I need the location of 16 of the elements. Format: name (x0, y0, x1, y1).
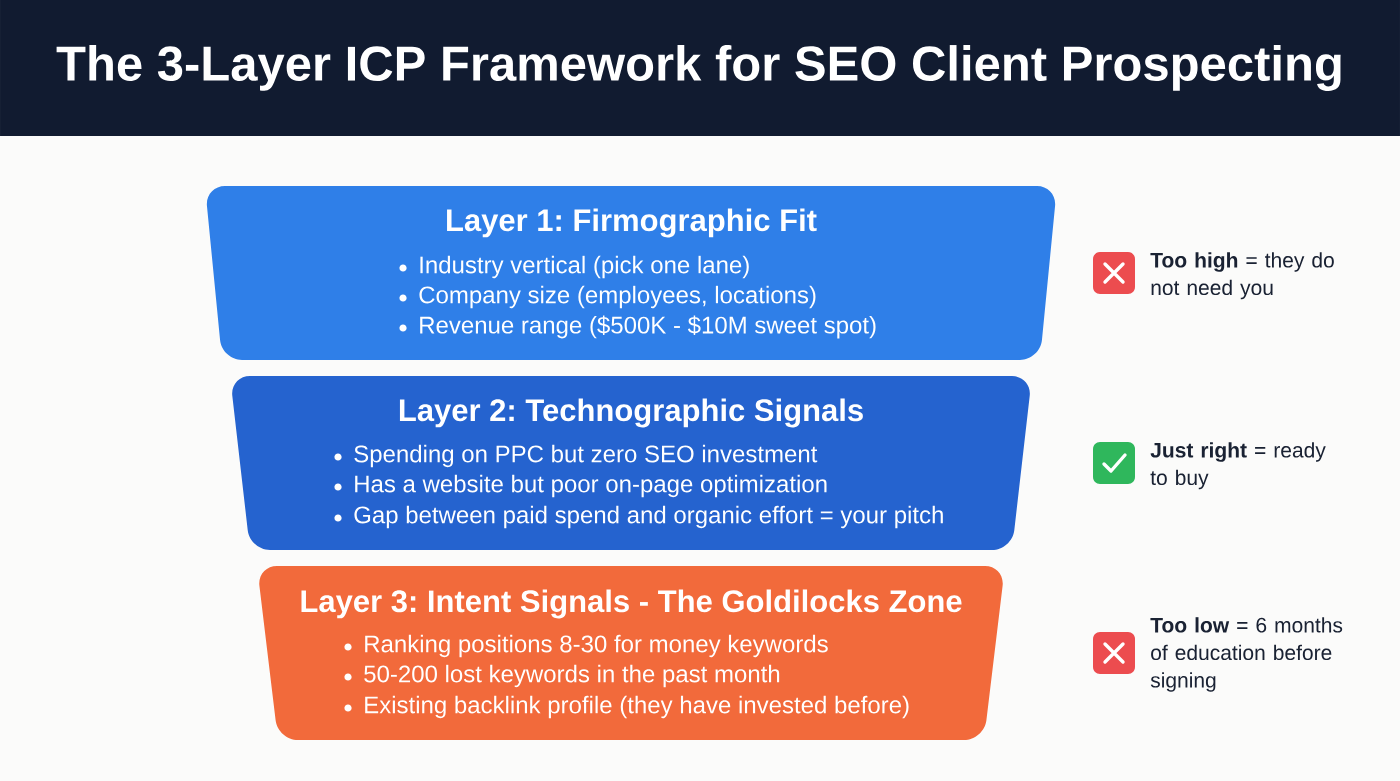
layer-heading: Layer 2: Technographic Signals (399, 398, 863, 428)
bullet-item: Spending on PPC but zero SEO investment (354, 444, 818, 468)
bullet-item: 50-200 lost keywords in the past month (364, 664, 780, 688)
title-banner: The 3-Layer ICP Framework for SEO Client Prospecting (0, 0, 1400, 136)
layer-heading: Layer 3: Intent Signals - The Goldilocks Zone (301, 589, 962, 619)
bullet-item: Company size (employees, locations) (419, 285, 816, 309)
note-text: Too low = 6 months of education before signing (1150, 617, 1343, 692)
bullet-item: Has a website but poor on-page optimization (355, 474, 827, 498)
bullet-item: Revenue range ($500K - $10M sweet spot) (420, 315, 876, 339)
bullet-item: Gap between paid spend and organic effort = your pitch (354, 505, 943, 529)
note-text: Just right = ready to buy (1150, 442, 1326, 490)
note-text: Too high = they do not need you (1150, 252, 1334, 300)
bullet-item: Existing backlink profile (they have invested before) (365, 695, 909, 719)
bullet-item: Industry vertical (pick one lane) (420, 255, 749, 279)
bullet-item: Ranking positions 8-30 for money keywords (365, 634, 828, 658)
layer-heading: Layer 1: Firmographic Fit (447, 208, 817, 238)
